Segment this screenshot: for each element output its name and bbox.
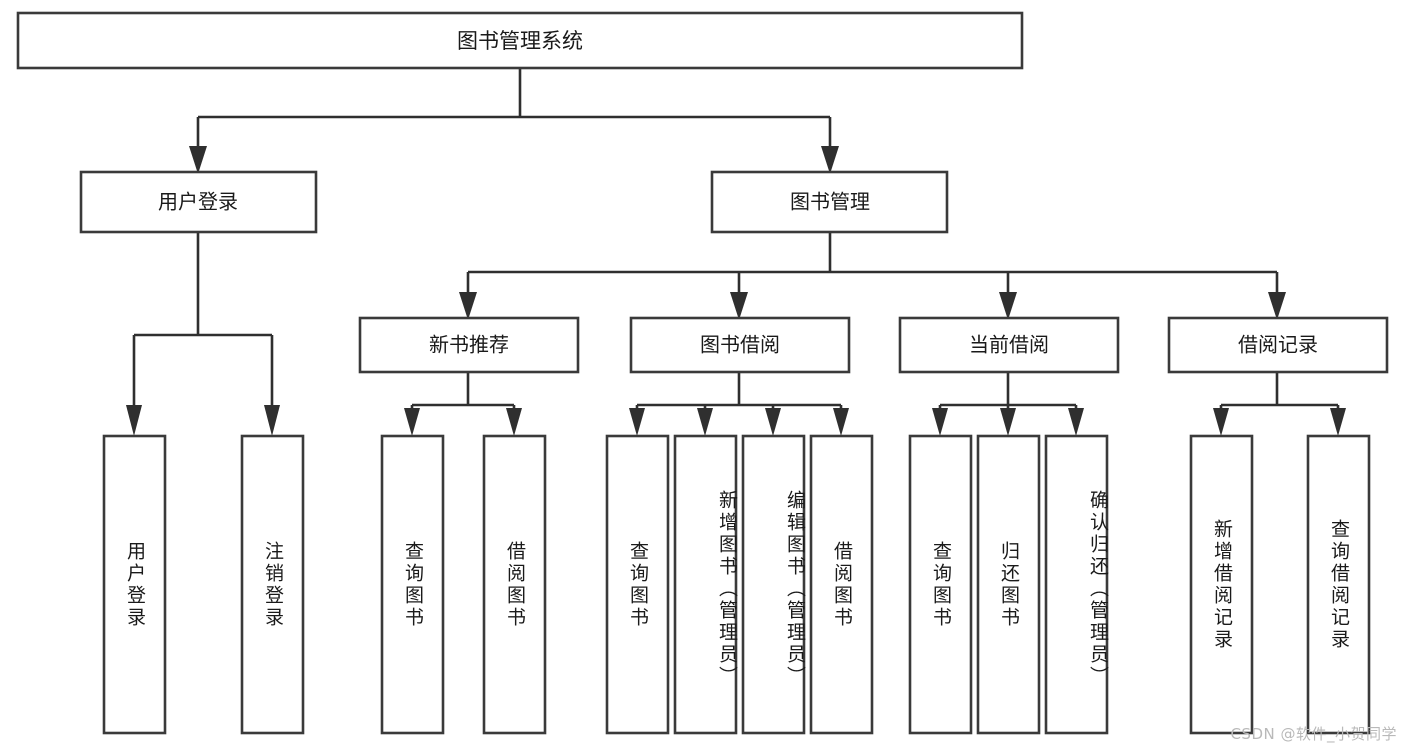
- node-borrow-records[interactable]: 借阅记录: [1167, 316, 1389, 374]
- arrow-to-new-book: [459, 292, 477, 320]
- arrow-to-book-borrow: [730, 292, 748, 320]
- node-current-borrow-label: 当前借阅: [969, 333, 1049, 357]
- node-leaf-current-borrow-3[interactable]: [1044, 434, 1109, 735]
- node-leaf-current-borrow-2[interactable]: [976, 434, 1041, 735]
- arrow-to-current-borrow: [999, 292, 1017, 320]
- arrow-new-book-child-1: [404, 408, 420, 436]
- nodes-layer: 图书管理系统 用户登录 图书管理 新书推荐 图书借阅: [16, 11, 1389, 735]
- node-leaf-book-borrow-1[interactable]: [605, 434, 670, 735]
- node-leaf-book-borrow-2[interactable]: [673, 434, 738, 735]
- node-leaf-new-book-2[interactable]: [482, 434, 547, 735]
- arrow-to-borrow-records: [1268, 292, 1286, 320]
- node-leaf-borrow-records-2[interactable]: [1306, 434, 1371, 735]
- arrow-new-book-child-2: [506, 408, 522, 436]
- node-book-manage-label: 图书管理: [790, 190, 870, 214]
- arrow-borrow-records-child-1: [1213, 408, 1229, 436]
- arrow-book-borrow-child-4: [833, 408, 849, 436]
- node-leaf-book-borrow-3[interactable]: [741, 434, 806, 735]
- edges-layer: [126, 68, 1346, 436]
- node-new-book-recommend[interactable]: 新书推荐: [358, 316, 580, 374]
- arrow-current-borrow-child-1: [932, 408, 948, 436]
- arrow-to-user-login: [189, 146, 207, 174]
- node-leaf-new-book-1[interactable]: [380, 434, 445, 735]
- arrow-to-book-manage: [821, 146, 839, 174]
- arrow-book-borrow-child-3: [765, 408, 781, 436]
- node-current-borrow[interactable]: 当前借阅: [898, 316, 1120, 374]
- node-root-label: 图书管理系统: [457, 29, 583, 53]
- node-book-borrow[interactable]: 图书借阅: [629, 316, 851, 374]
- arrow-borrow-records-child-2: [1330, 408, 1346, 436]
- arrow-current-borrow-child-3: [1068, 408, 1084, 436]
- arrow-user-login-child-2: [264, 405, 280, 436]
- csdn-watermark: CSDN @软件_小贺同学: [1230, 725, 1397, 743]
- node-leaf-book-borrow-4[interactable]: [809, 434, 874, 735]
- node-new-book-recommend-label: 新书推荐: [429, 333, 509, 357]
- arrow-book-borrow-child-2: [697, 408, 713, 436]
- node-book-manage[interactable]: 图书管理: [710, 170, 949, 234]
- node-leaf-user-login-1[interactable]: [102, 434, 167, 735]
- node-root[interactable]: 图书管理系统: [16, 11, 1024, 70]
- node-leaf-borrow-records-1[interactable]: [1189, 434, 1254, 735]
- node-borrow-records-label: 借阅记录: [1238, 333, 1318, 357]
- node-book-borrow-label: 图书借阅: [700, 333, 780, 357]
- node-leaf-user-login-2[interactable]: [240, 434, 305, 735]
- node-leaf-current-borrow-1[interactable]: [908, 434, 973, 735]
- arrow-user-login-child-1: [126, 405, 142, 436]
- node-user-login[interactable]: 用户登录: [79, 170, 318, 234]
- node-user-login-label: 用户登录: [158, 190, 238, 214]
- arrow-current-borrow-child-2: [1000, 408, 1016, 436]
- arrow-book-borrow-child-1: [629, 408, 645, 436]
